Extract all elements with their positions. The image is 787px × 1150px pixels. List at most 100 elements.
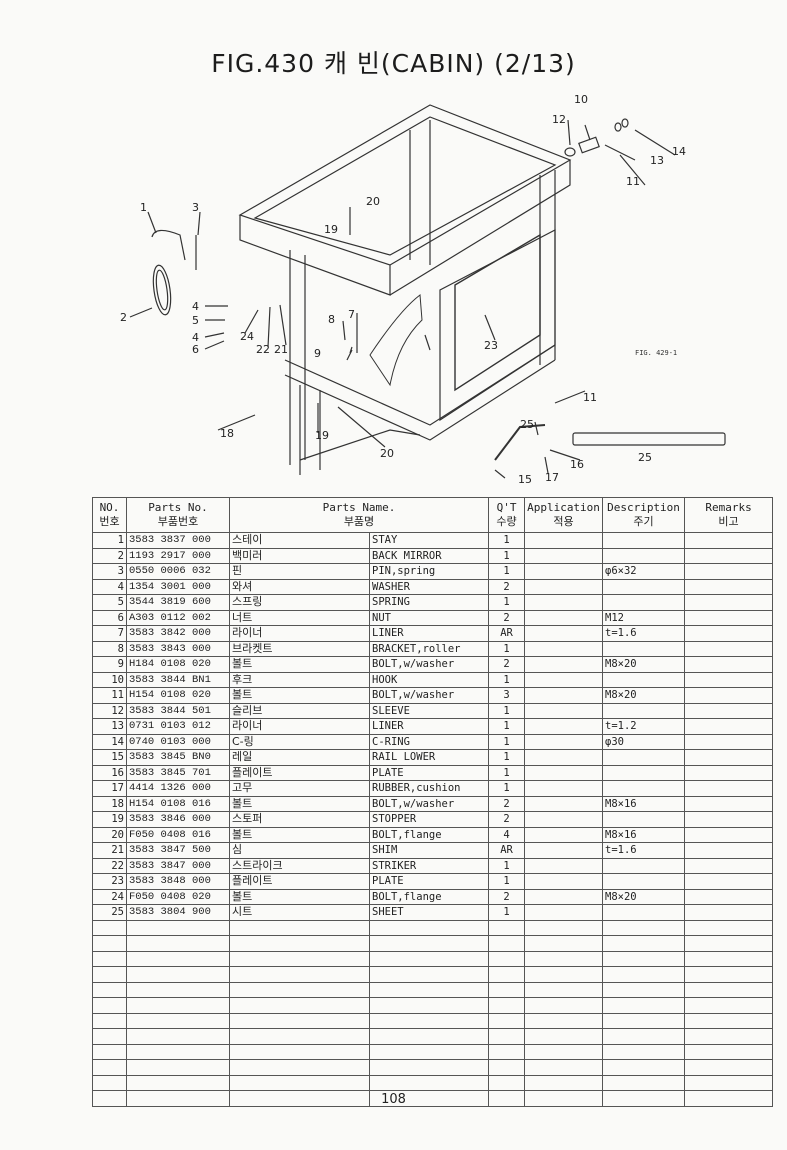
empty-cell xyxy=(602,919,686,936)
empty-cell xyxy=(126,919,230,936)
description: M8×16 xyxy=(602,826,686,843)
part-code: 3583 3845 701 xyxy=(126,764,230,781)
application xyxy=(524,687,604,704)
part-code: 1193 2917 000 xyxy=(126,547,230,564)
part-number-index: 25 xyxy=(92,904,127,921)
empty-cell xyxy=(368,1028,490,1045)
part-name-english: RUBBER,cushion xyxy=(368,780,490,797)
remarks xyxy=(684,888,774,905)
empty-cell xyxy=(92,950,127,967)
remarks xyxy=(684,873,774,890)
header-parts-no: Parts No.부품번호 xyxy=(126,497,230,533)
description xyxy=(602,749,686,766)
empty-cell xyxy=(92,935,127,952)
empty-cell xyxy=(229,935,370,952)
part-code: H184 0108 020 xyxy=(126,656,230,673)
part-name-english: SHEET xyxy=(368,904,490,921)
application xyxy=(524,718,604,735)
part-code: H154 0108 016 xyxy=(126,795,230,812)
callout-15: 15 xyxy=(518,473,532,486)
quantity: 1 xyxy=(488,532,526,549)
remarks xyxy=(684,795,774,812)
part-number-index: 11 xyxy=(92,687,127,704)
application xyxy=(524,625,604,642)
part-name-english: SLEEVE xyxy=(368,702,490,719)
part-code: 0740 0103 000 xyxy=(126,733,230,750)
description xyxy=(602,578,686,595)
quantity: 1 xyxy=(488,873,526,890)
part-code: 3583 3843 000 xyxy=(126,640,230,657)
application xyxy=(524,749,604,766)
part-name-korean: 볼트 xyxy=(229,826,370,843)
description: M8×20 xyxy=(602,687,686,704)
quantity: 2 xyxy=(488,578,526,595)
part-name-english: PLATE xyxy=(368,873,490,890)
empty-cell xyxy=(126,950,230,967)
description: φ6×32 xyxy=(602,563,686,580)
description: t=1.2 xyxy=(602,718,686,735)
empty-cell xyxy=(602,950,686,967)
part-name-english: BOLT,w/washer xyxy=(368,687,490,704)
application xyxy=(524,842,604,859)
part-name-korean: 볼트 xyxy=(229,656,370,673)
empty-cell xyxy=(229,1012,370,1029)
part-name-english: BOLT,flange xyxy=(368,888,490,905)
description xyxy=(602,873,686,890)
empty-cell xyxy=(488,1028,526,1045)
application xyxy=(524,764,604,781)
remarks xyxy=(684,532,774,549)
empty-cell xyxy=(684,1012,774,1029)
remarks xyxy=(684,578,774,595)
quantity: 1 xyxy=(488,671,526,688)
part-number-index: 12 xyxy=(92,702,127,719)
callout-11: 11 xyxy=(626,175,640,188)
description: t=1.6 xyxy=(602,625,686,642)
description xyxy=(602,702,686,719)
part-name-english: NUT xyxy=(368,609,490,626)
description xyxy=(602,764,686,781)
callout-20: 20 xyxy=(366,195,380,208)
part-name-korean: 스트라이크 xyxy=(229,857,370,874)
callout-14: 14 xyxy=(672,145,686,158)
part-name-english: SHIM xyxy=(368,842,490,859)
empty-cell xyxy=(126,1028,230,1045)
empty-cell xyxy=(602,1074,686,1091)
empty-cell xyxy=(368,981,490,998)
header-parts-name: Parts Name.부품명 xyxy=(228,497,490,533)
empty-cell xyxy=(488,981,526,998)
application xyxy=(524,578,604,595)
empty-row xyxy=(92,1059,774,1076)
empty-cell xyxy=(524,981,604,998)
empty-cell xyxy=(126,935,230,952)
part-name-korean: 후크 xyxy=(229,671,370,688)
empty-cell xyxy=(92,1074,127,1091)
empty-cell xyxy=(368,919,490,936)
empty-cell xyxy=(684,997,774,1014)
quantity: 1 xyxy=(488,718,526,735)
part-name-english: PLATE xyxy=(368,764,490,781)
remarks xyxy=(684,625,774,642)
part-number-index: 21 xyxy=(92,842,127,859)
part-code: 3583 3847 500 xyxy=(126,842,230,859)
part-name-english: LINER xyxy=(368,718,490,735)
empty-cell xyxy=(229,966,370,983)
application xyxy=(524,733,604,750)
description xyxy=(602,640,686,657)
quantity: AR xyxy=(488,625,526,642)
empty-row xyxy=(92,1012,774,1029)
empty-cell xyxy=(524,1059,604,1076)
empty-cell xyxy=(524,919,604,936)
remarks xyxy=(684,826,774,843)
application xyxy=(524,795,604,812)
part-name-english: SPRING xyxy=(368,594,490,611)
callout-22: 22 xyxy=(256,343,270,356)
